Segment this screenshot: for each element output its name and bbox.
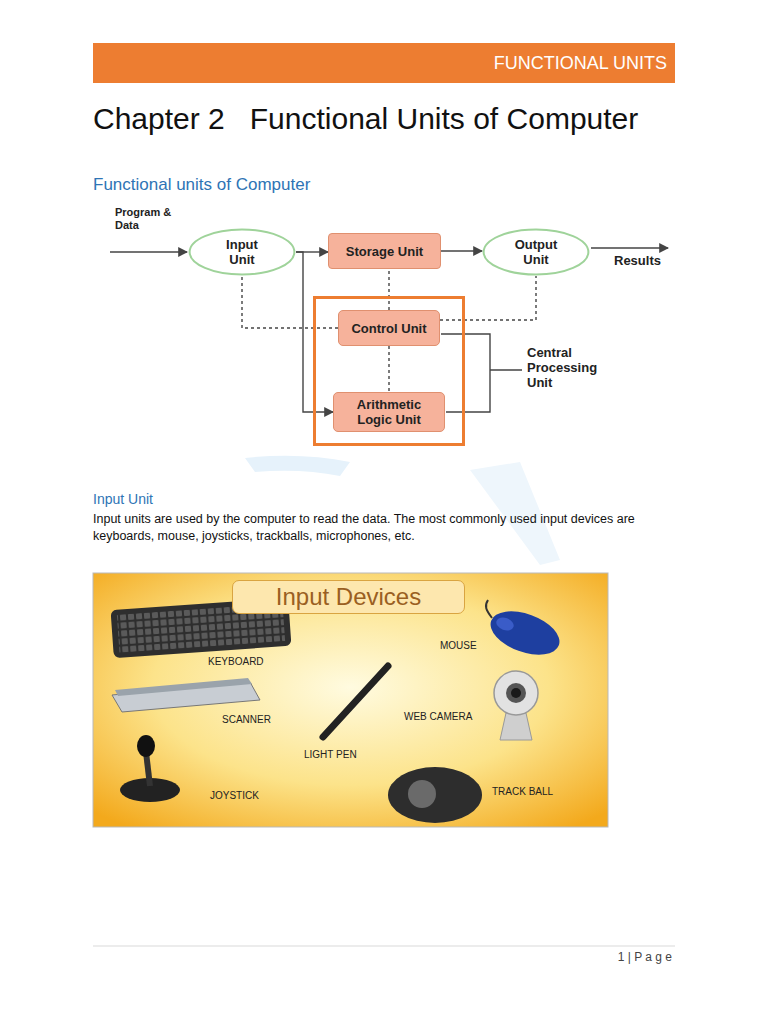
node-text: Output Unit xyxy=(510,237,562,267)
footer-rule xyxy=(93,946,675,947)
output-arrow xyxy=(591,247,668,248)
dashed-connector xyxy=(242,276,338,328)
unit-ellipse: Input Unit xyxy=(188,228,296,276)
unit-box: Storage Unit xyxy=(328,233,441,269)
device-label: JOYSTICK xyxy=(210,790,259,802)
node-text: Input Unit xyxy=(216,237,268,267)
joystick-icon xyxy=(120,735,180,802)
section-heading: Functional units of Computer xyxy=(93,175,310,195)
node-text: Arithmetic Logic Unit xyxy=(343,397,435,427)
page-title: Chapter 2 Functional Units of Computer xyxy=(93,101,638,137)
webcam-icon xyxy=(494,671,538,740)
cpu-frame: Central Processing UnitControl UnitArith… xyxy=(313,296,465,446)
watermark xyxy=(245,456,350,476)
dashed-connector xyxy=(388,269,389,310)
header-text: FUNCTIONAL UNITS xyxy=(93,52,667,74)
device-label: SCANNER xyxy=(222,714,271,726)
unit-box: Input Devices xyxy=(232,580,465,614)
section-heading: Input Unit xyxy=(93,491,153,508)
device-label: WEB CAMERA xyxy=(404,711,472,723)
flow-label: Program & Data xyxy=(115,206,173,232)
connector xyxy=(441,250,482,251)
device-label: TRACK BALL xyxy=(492,786,553,798)
body-text: Input units are used by the computer to … xyxy=(93,511,675,545)
node-text: Control Unit xyxy=(351,321,426,336)
input-arrow xyxy=(110,251,187,252)
node-text: Input Devices xyxy=(276,583,421,611)
device-label: MOUSE xyxy=(440,640,477,652)
device-label: KEYBOARD xyxy=(208,656,264,668)
device-label: LIGHT PEN xyxy=(304,749,357,761)
dashed-connector xyxy=(388,346,389,392)
unit-box: Arithmetic Logic Unit xyxy=(333,392,445,432)
light-pen-icon xyxy=(323,666,388,737)
cpu-label: Central Processing Unit xyxy=(527,345,609,390)
header-bar xyxy=(93,43,675,83)
scanner-icon xyxy=(112,678,260,712)
page-number: 1 | P a g e xyxy=(560,950,672,964)
unit-box: Control Unit xyxy=(338,310,440,346)
node-text: Storage Unit xyxy=(346,244,423,259)
flow-label: Results xyxy=(614,253,661,269)
cpu-bracket xyxy=(441,334,522,412)
unit-ellipse: Output Unit xyxy=(482,228,590,276)
trackball-icon xyxy=(388,767,482,823)
mouse-icon xyxy=(485,600,566,663)
image-panel xyxy=(93,573,608,827)
